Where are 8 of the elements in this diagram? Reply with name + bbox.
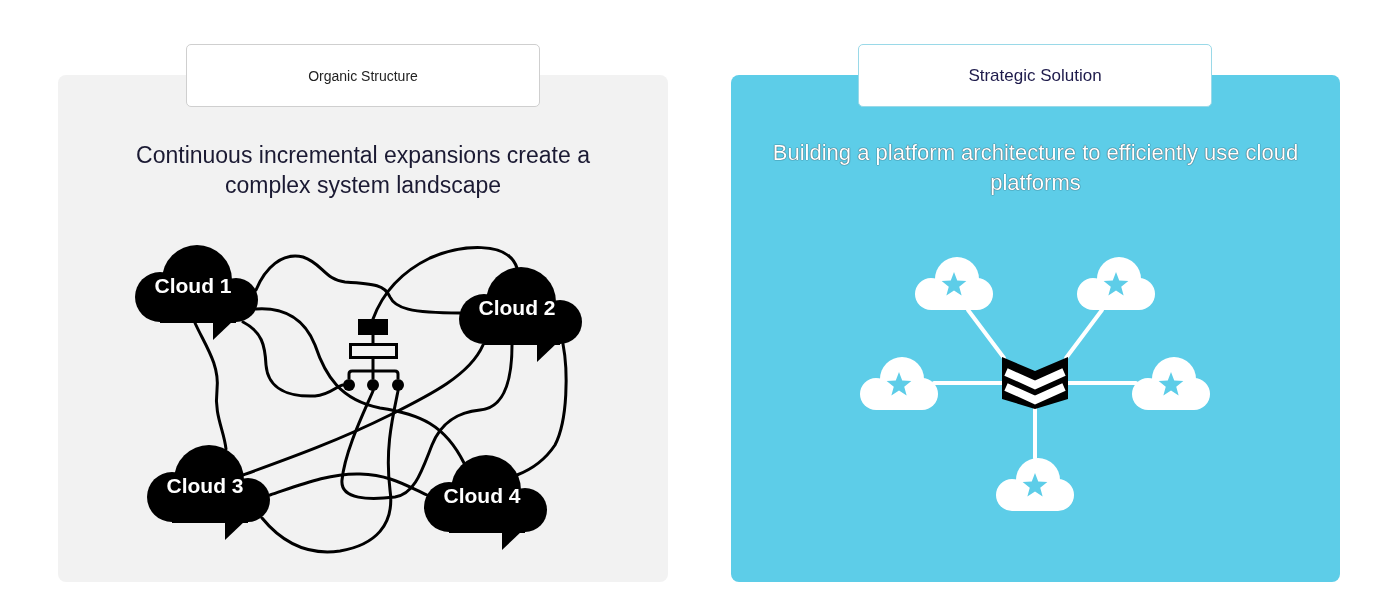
panel-subtitle: Continuous incremental expansions create a complex system landscape xyxy=(135,141,591,200)
cloud-label: Cloud 3 xyxy=(166,474,244,498)
heading-tab: Strategic Solution xyxy=(858,44,1212,107)
panel-subtitle: Building a platform architecture to efficiently use cloud platforms xyxy=(771,139,1300,197)
cloud-label: Cloud 4 xyxy=(443,484,521,508)
heading-tab: Organic Structure xyxy=(186,44,540,107)
cloud-label: Cloud 1 xyxy=(154,274,232,298)
cloud-label: Cloud 2 xyxy=(478,296,556,320)
